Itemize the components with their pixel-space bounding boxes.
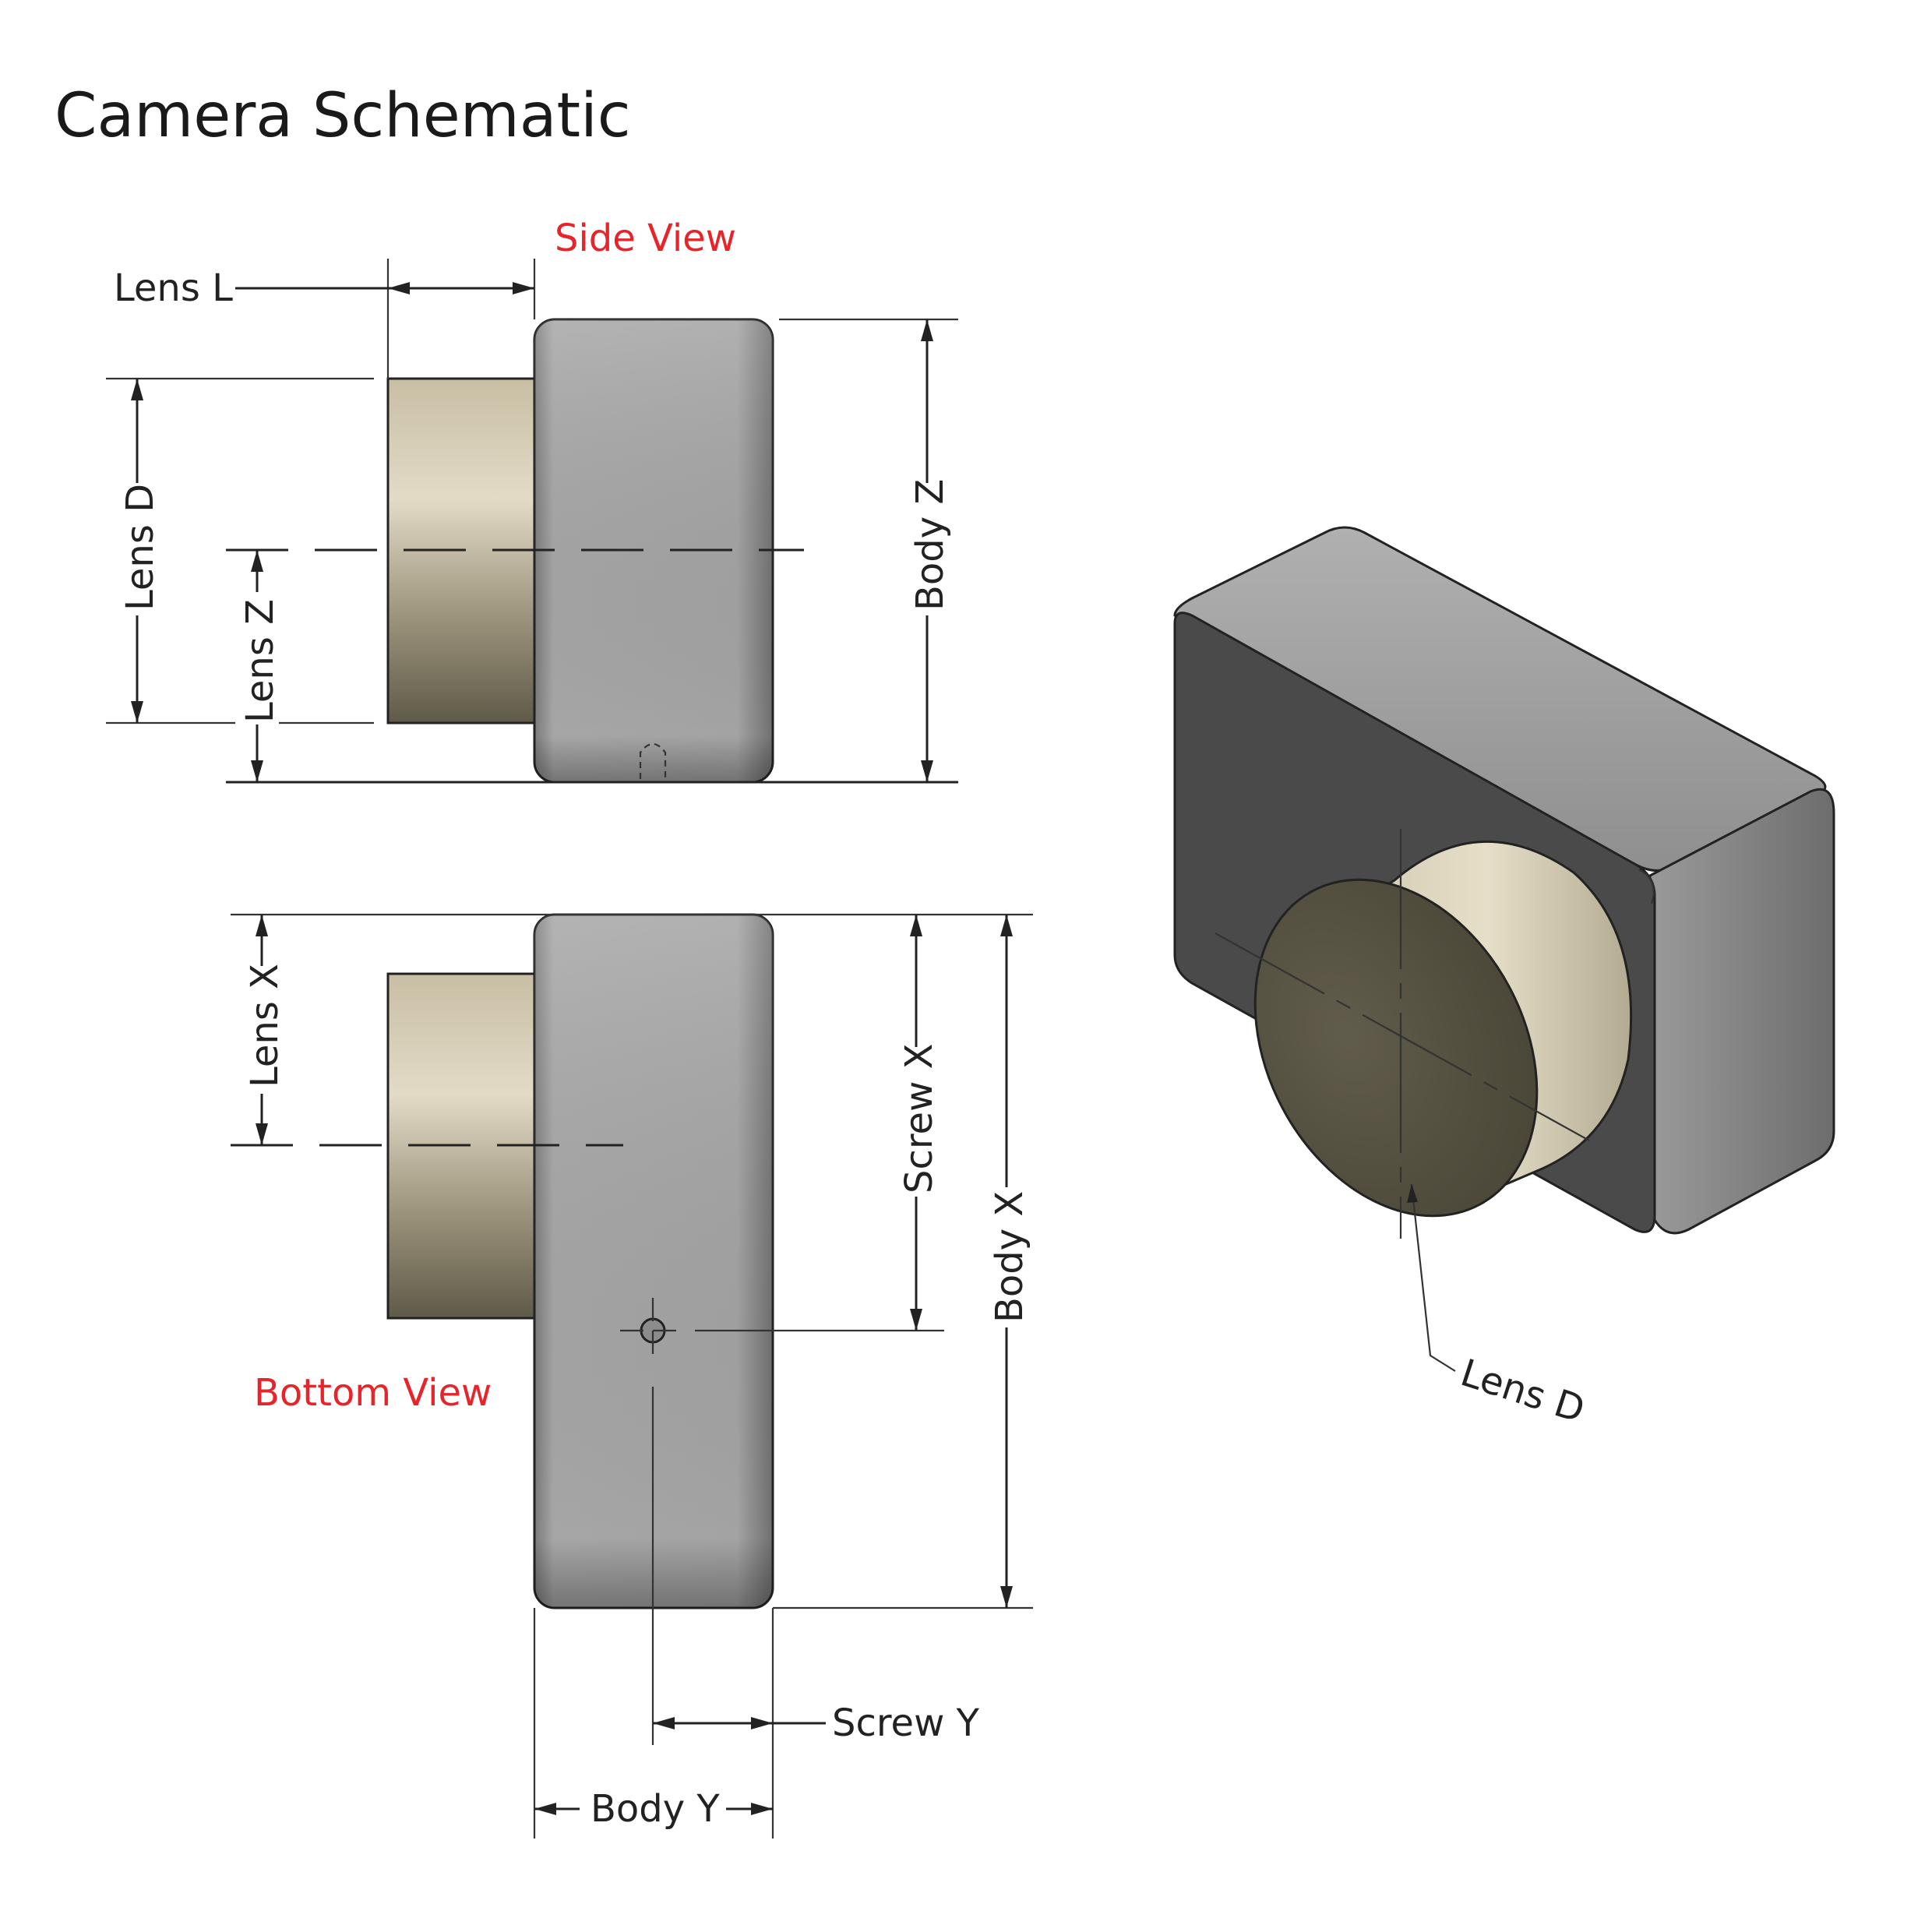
lens-d-label: Lens D [118, 484, 162, 611]
lens-x-label: Lens X [243, 964, 287, 1088]
page-title: Camera Schematic [55, 81, 631, 151]
iso-centerline-h [1215, 933, 1590, 1141]
iso-lens-d-leader [1410, 1183, 1456, 1372]
iso-lens-face [1253, 878, 1539, 1218]
body-x-label: Body X [988, 1191, 1031, 1323]
screw-x-label: Screw X [897, 1044, 941, 1193]
screw-hole-hidden [639, 742, 667, 779]
screw-y-label: Screw Y [832, 1701, 980, 1745]
lens-z-label: Lens Z [238, 599, 282, 723]
isometric-view: Lens D [1173, 526, 1835, 1432]
side-view: Side View Lens L Lens D Lens Z [106, 217, 958, 784]
bottom-view: Bottom View Lens X Screw X Body X [231, 913, 1033, 1839]
bottom-view-label: Bottom View [254, 1371, 492, 1415]
body-z-label: Body Z [908, 479, 952, 611]
lens-l-label: Lens L [114, 266, 233, 310]
body-y-label: Body Y [591, 1787, 720, 1831]
iso-side-face [1648, 788, 1835, 1235]
iso-lens-d-label: Lens D [1455, 1351, 1589, 1432]
side-view-label: Side View [555, 217, 736, 260]
